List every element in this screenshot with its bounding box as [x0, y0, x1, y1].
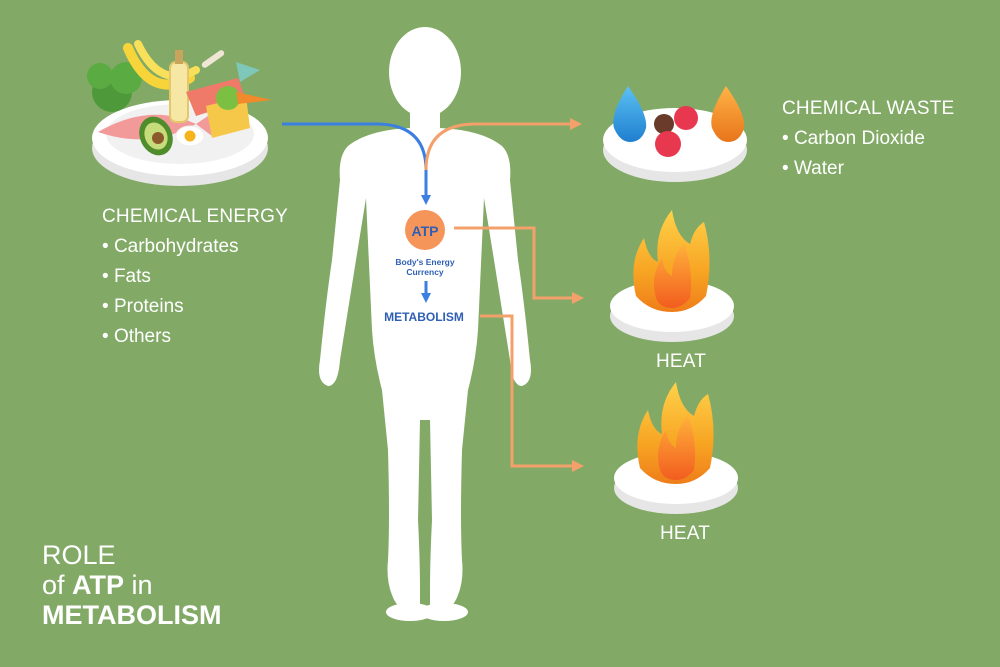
heat-label-2: HEAT — [660, 523, 711, 544]
heat-label-1: HEAT — [656, 351, 707, 372]
food-plate-icon — [87, 40, 272, 186]
waste-output-arrow — [424, 118, 582, 171]
chemical-energy-heading: CHEMICAL ENERGY — [102, 206, 288, 227]
chemical-waste-plate-icon — [603, 86, 747, 182]
title-line-2: of ATP in — [42, 570, 221, 600]
chemical-waste-list: Carbon Dioxide Water — [782, 124, 954, 184]
list-item: Proteins — [102, 292, 288, 322]
heat-flame-icon — [610, 210, 734, 342]
atp-node: ATP — [405, 210, 445, 250]
list-item: Carbon Dioxide — [782, 124, 954, 154]
title-in: in — [124, 570, 153, 600]
list-item: Fats — [102, 262, 288, 292]
chemical-energy-block: CHEMICAL ENERGY Carbohydrates Fats Prote… — [102, 206, 288, 352]
molecule-icon — [654, 114, 674, 134]
title-line-3: METABOLISM — [42, 600, 222, 630]
list-item: Others — [102, 322, 288, 352]
oil-drop-icon — [711, 86, 745, 142]
energy-currency-line2: Currency — [406, 267, 444, 277]
list-item: Water — [782, 154, 954, 184]
chemical-waste-block: CHEMICAL WASTE Carbon Dioxide Water — [782, 98, 954, 184]
list-item: Carbohydrates — [102, 232, 288, 262]
page-title: ROLE of ATP in METABOLISM — [42, 540, 221, 630]
title-line-1: ROLE — [42, 540, 116, 570]
chemical-waste-heading: CHEMICAL WASTE — [782, 98, 955, 119]
heat-flame-icon — [614, 382, 738, 514]
chemical-energy-list: Carbohydrates Fats Proteins Others — [102, 232, 288, 352]
atp-to-heat-arrow — [454, 226, 584, 304]
title-of: of — [42, 570, 73, 600]
energy-currency-line1: Body's Energy — [395, 257, 454, 267]
metabolism-label: METABOLISM — [384, 310, 464, 324]
metabolism-to-heat-arrow — [480, 314, 584, 472]
atp-label: ATP — [412, 223, 439, 239]
human-body-silhouette — [319, 27, 531, 621]
water-drop-icon — [613, 86, 647, 142]
title-atp: ATP — [72, 570, 125, 600]
